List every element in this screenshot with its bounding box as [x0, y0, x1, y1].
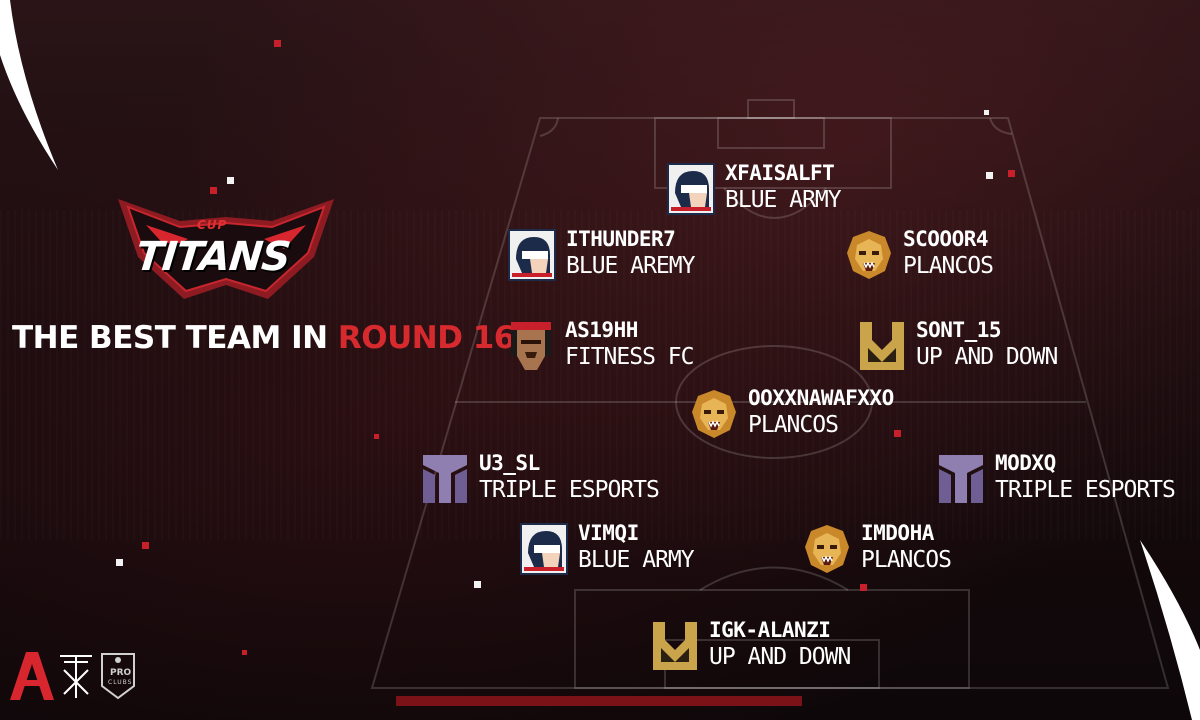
tournament-mark-icon	[60, 655, 92, 698]
top-goal-box	[717, 117, 825, 149]
corner-arc-tl	[539, 117, 559, 137]
player-team: PLANCOS	[903, 253, 994, 279]
lion-icon	[803, 523, 851, 575]
player-team: UP AND DOWN	[709, 644, 851, 670]
decor-square	[242, 650, 247, 655]
player-name: IMDOHA	[861, 521, 934, 545]
bottom-penalty-arc	[699, 566, 849, 591]
triple-esports-icon	[937, 453, 985, 505]
titans-cup-logo	[118, 199, 334, 299]
right-white-sweep	[1140, 540, 1200, 720]
top-penalty-box	[654, 117, 892, 189]
decor-square	[984, 110, 989, 115]
player-name: OOXXNAWAFXXO	[748, 386, 894, 410]
player-name: IGK-ALANZI	[709, 618, 831, 642]
player-team: UP AND DOWN	[916, 344, 1058, 370]
triple-esports-icon	[421, 453, 469, 505]
title-highlight: ROUND 16	[337, 320, 516, 356]
center-circle	[675, 345, 873, 459]
up-and-down-logo-icon	[651, 620, 699, 672]
blue-army-helmet-icon	[667, 163, 715, 215]
decor-square	[210, 187, 217, 194]
pro-clubs-line1: PRO	[110, 668, 132, 678]
titans-a-logo-icon	[10, 652, 54, 700]
player-team: TRIPLE ESPORTS	[995, 477, 1176, 503]
logo-cup-text: CUP	[197, 218, 228, 232]
blue-army-helmet-icon	[508, 229, 556, 281]
player-team: BLUE ARMY	[578, 547, 695, 573]
decor-square	[1008, 170, 1015, 177]
logo-titans-text: TITANS	[133, 234, 293, 280]
player-team: FITNESS FC	[565, 344, 694, 370]
title-prefix: THE BEST TEAM IN	[12, 320, 338, 356]
player-name: ITHUNDER7	[566, 227, 676, 251]
decor-square	[986, 172, 993, 179]
decor-square	[116, 559, 123, 566]
top-penalty-arc	[723, 187, 827, 219]
player-team: PLANCOS	[748, 412, 839, 438]
blue-army-helmet-icon	[520, 523, 568, 575]
player-name: MODXQ	[995, 451, 1056, 475]
top-goal	[747, 99, 795, 119]
player-name: VIMQI	[578, 521, 639, 545]
player-name: XFAISALFT	[725, 161, 835, 185]
player-name: SCOOOR4	[903, 227, 989, 251]
decor-square	[227, 177, 234, 184]
decor-square	[860, 584, 867, 591]
decor-square	[374, 434, 379, 439]
player-name: U3_SL	[479, 451, 540, 475]
pro-clubs-shield-icon	[101, 653, 135, 700]
lion-icon	[845, 229, 893, 281]
player-team: TRIPLE ESPORTS	[479, 477, 660, 503]
footer-sponsor-logos: PRO CLUBS	[8, 650, 158, 702]
left-white-sweep	[0, 0, 58, 170]
player-team: BLUE ARMY	[725, 187, 842, 213]
up-and-down-logo-icon	[858, 320, 906, 372]
player-name: AS19HH	[565, 318, 638, 342]
fitness-warrior-icon	[507, 320, 555, 372]
lion-icon	[690, 388, 738, 440]
corner-arc-tr	[989, 117, 1013, 135]
decor-square	[274, 40, 281, 47]
player-team: BLUE AREMY	[566, 253, 695, 279]
player-team: PLANCOS	[861, 547, 952, 573]
player-name: SONT_15	[916, 318, 1002, 342]
pro-clubs-line2: CLUBS	[108, 679, 133, 686]
bottom-penalty-box	[574, 589, 970, 689]
decor-square	[142, 542, 149, 549]
decor-square	[474, 581, 481, 588]
bottom-accent-bar	[396, 696, 802, 706]
decor-square	[894, 430, 901, 437]
page-title: THE BEST TEAM IN ROUND 16	[12, 320, 515, 356]
